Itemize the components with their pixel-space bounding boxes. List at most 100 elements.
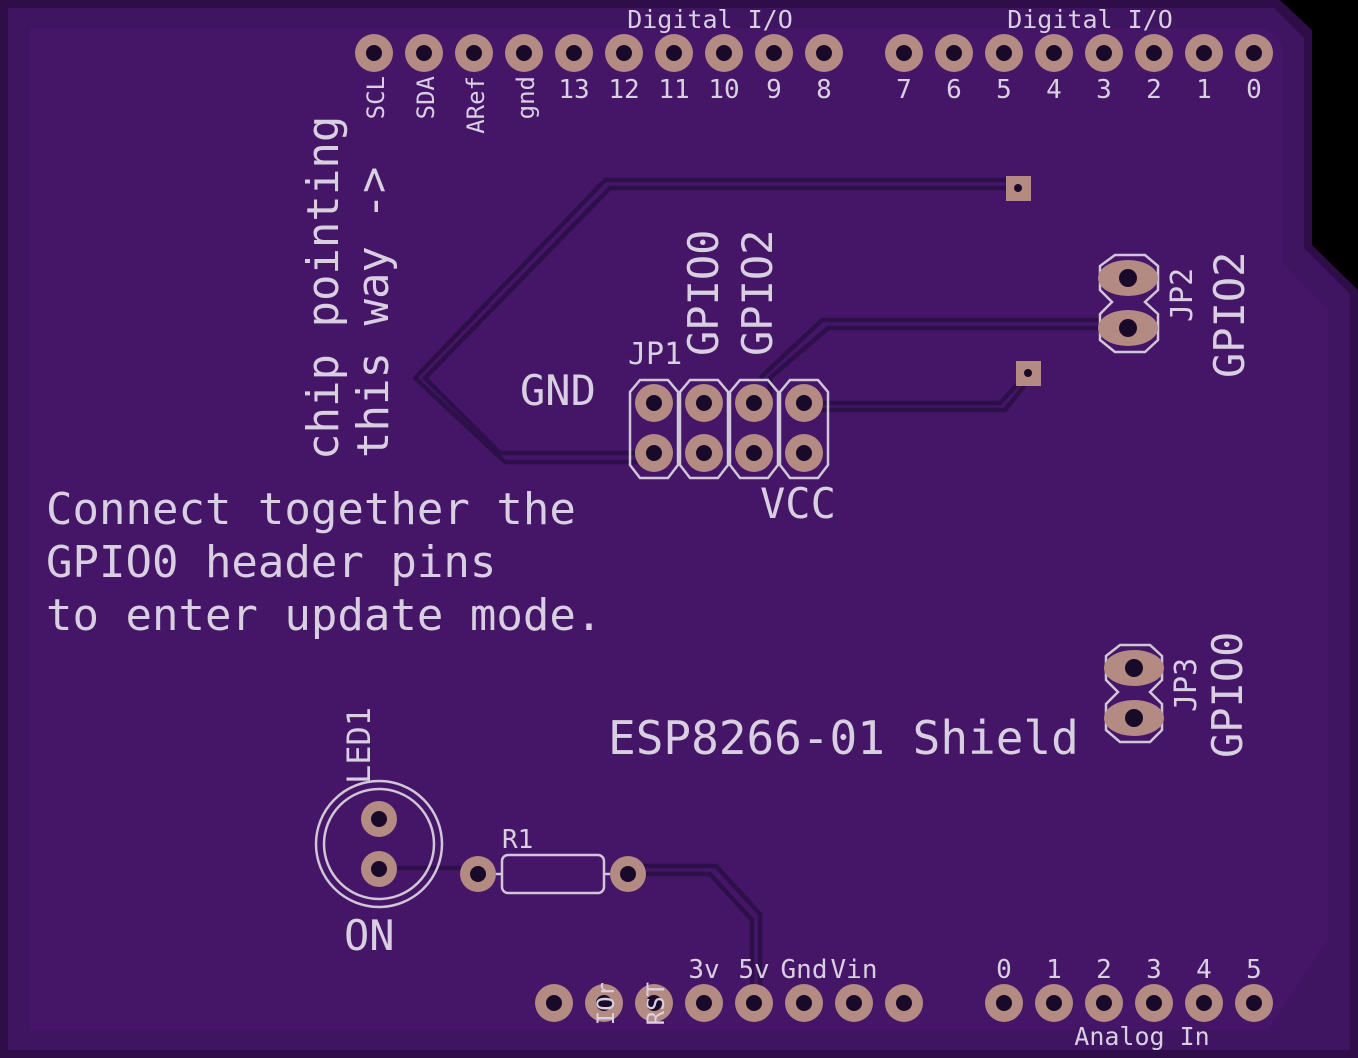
analog-in-label: Analog In bbox=[1074, 1022, 1209, 1051]
pad-digital-9 bbox=[755, 34, 793, 72]
pad-digital-4 bbox=[1035, 34, 1073, 72]
analog-header bbox=[985, 984, 1273, 1022]
pin-label-8: 8 bbox=[816, 75, 832, 105]
pad-digital-13 bbox=[555, 34, 593, 72]
digital-io-label-left: Digital I/O bbox=[627, 5, 793, 34]
instruction-line-2: GPIO0 header pins bbox=[46, 537, 496, 588]
pad-digital-6 bbox=[935, 34, 973, 72]
jp1-pads bbox=[635, 384, 823, 472]
pad-digital-SDA bbox=[405, 34, 443, 72]
pin-label-a3: 3 bbox=[1146, 955, 1162, 985]
board-copper-pour bbox=[30, 28, 1328, 1030]
pin-label-ARef: ARef bbox=[462, 76, 490, 134]
jp1-pad-3-0 bbox=[785, 384, 823, 422]
jp3-label: JP3 bbox=[1169, 658, 1204, 712]
via-mid bbox=[1016, 361, 1041, 386]
gpio0-label: GPIO0 bbox=[679, 230, 728, 356]
r1-pads bbox=[460, 856, 646, 892]
pin-label-11: 11 bbox=[658, 75, 689, 105]
led1-label: LED1 bbox=[340, 707, 378, 784]
digital-header-right bbox=[885, 34, 1273, 72]
pad-analog-3 bbox=[1135, 984, 1173, 1022]
instruction-line-3: to enter update mode. bbox=[46, 590, 602, 641]
via-top bbox=[1006, 176, 1031, 201]
pad-digital-11 bbox=[655, 34, 693, 72]
pin-label-10: 10 bbox=[708, 75, 739, 105]
digital-header-left bbox=[355, 34, 843, 72]
led1-outline bbox=[314, 779, 444, 909]
pin-label-d0: 0 bbox=[1246, 75, 1262, 105]
pad-digital-3 bbox=[1085, 34, 1123, 72]
pad-power-6 bbox=[835, 984, 873, 1022]
pin-label-d2: 2 bbox=[1146, 75, 1162, 105]
pad-digital-0 bbox=[1235, 34, 1273, 72]
pin-label-a1: 1 bbox=[1046, 955, 1062, 985]
this-way-text: this way -> bbox=[348, 167, 399, 458]
pad-digital-2 bbox=[1135, 34, 1173, 72]
jp3-pads bbox=[1104, 650, 1164, 736]
pad-digital-8 bbox=[805, 34, 843, 72]
pad-power-3 bbox=[685, 984, 723, 1022]
power-header bbox=[535, 984, 923, 1022]
pad-analog-4 bbox=[1185, 984, 1223, 1022]
jp1-label: JP1 bbox=[628, 337, 682, 372]
pad-power-0 bbox=[535, 984, 573, 1022]
pin-label-a0: 0 bbox=[996, 955, 1012, 985]
pin-label-d3: 3 bbox=[1096, 75, 1112, 105]
jp1-pad-1-1 bbox=[685, 434, 723, 472]
pad-digital-12 bbox=[605, 34, 643, 72]
pin-label-a5: 5 bbox=[1246, 955, 1262, 985]
pin-label-RST: RST bbox=[642, 982, 670, 1025]
jp2-gpio2-label: GPIO2 bbox=[1205, 252, 1254, 378]
pad-analog-1 bbox=[1035, 984, 1073, 1022]
pad-power-4 bbox=[735, 984, 773, 1022]
pad-power-1 bbox=[585, 984, 623, 1022]
jp1-pad-2-1 bbox=[735, 434, 773, 472]
pad-analog-0 bbox=[985, 984, 1023, 1022]
digital-io-label-right: Digital I/O bbox=[1007, 5, 1173, 34]
vcc-label: VCC bbox=[760, 479, 836, 528]
pin-label-d7: 7 bbox=[896, 75, 912, 105]
instruction-line-1: Connect together the bbox=[46, 484, 576, 535]
jp3-gpio0-label: GPIO0 bbox=[1203, 632, 1252, 758]
pad-analog-2 bbox=[1085, 984, 1123, 1022]
jp2-header bbox=[1098, 253, 1160, 354]
r1-label: R1 bbox=[502, 825, 533, 855]
pin-label-SDA: SDA bbox=[412, 75, 440, 119]
pin-label-Gnd: Gnd bbox=[781, 955, 828, 985]
pin-label-a2: 2 bbox=[1096, 955, 1112, 985]
pin-label-9: 9 bbox=[766, 75, 782, 105]
pad-digital-ARef bbox=[455, 34, 493, 72]
pad-digital-1 bbox=[1185, 34, 1223, 72]
pad-digital-5 bbox=[985, 34, 1023, 72]
pin-label-SCL: SCL bbox=[362, 76, 390, 119]
pin-label-d5: 5 bbox=[996, 75, 1012, 105]
jp2-label: JP2 bbox=[1165, 268, 1200, 322]
gpio2-label: GPIO2 bbox=[733, 230, 782, 356]
pin-label-Vin: Vin bbox=[831, 955, 878, 985]
pin-label-d4: 4 bbox=[1046, 75, 1062, 105]
pin-label-12: 12 bbox=[608, 75, 639, 105]
jp1-pad-0-1 bbox=[635, 434, 673, 472]
pad-power-5 bbox=[785, 984, 823, 1022]
chip-pointing-text: chip pointing bbox=[298, 116, 349, 460]
board-title: ESP8266-01 Shield bbox=[608, 711, 1079, 765]
r1-body bbox=[496, 853, 610, 895]
pad-digital-10 bbox=[705, 34, 743, 72]
jp1-pad-1-0 bbox=[685, 384, 723, 422]
pad-digital-gnd bbox=[505, 34, 543, 72]
pin-label-13: 13 bbox=[558, 75, 589, 105]
jp1-header bbox=[628, 378, 830, 480]
pin-label-gnd: gnd bbox=[512, 76, 540, 119]
gnd-label: GND bbox=[520, 366, 596, 415]
pin-label-IOr: IOr bbox=[592, 982, 620, 1025]
pin-label-3v: 3v bbox=[688, 955, 719, 985]
jp1-pad-2-0 bbox=[735, 384, 773, 422]
pad-digital-7 bbox=[885, 34, 923, 72]
pin-label-d6: 6 bbox=[946, 75, 962, 105]
